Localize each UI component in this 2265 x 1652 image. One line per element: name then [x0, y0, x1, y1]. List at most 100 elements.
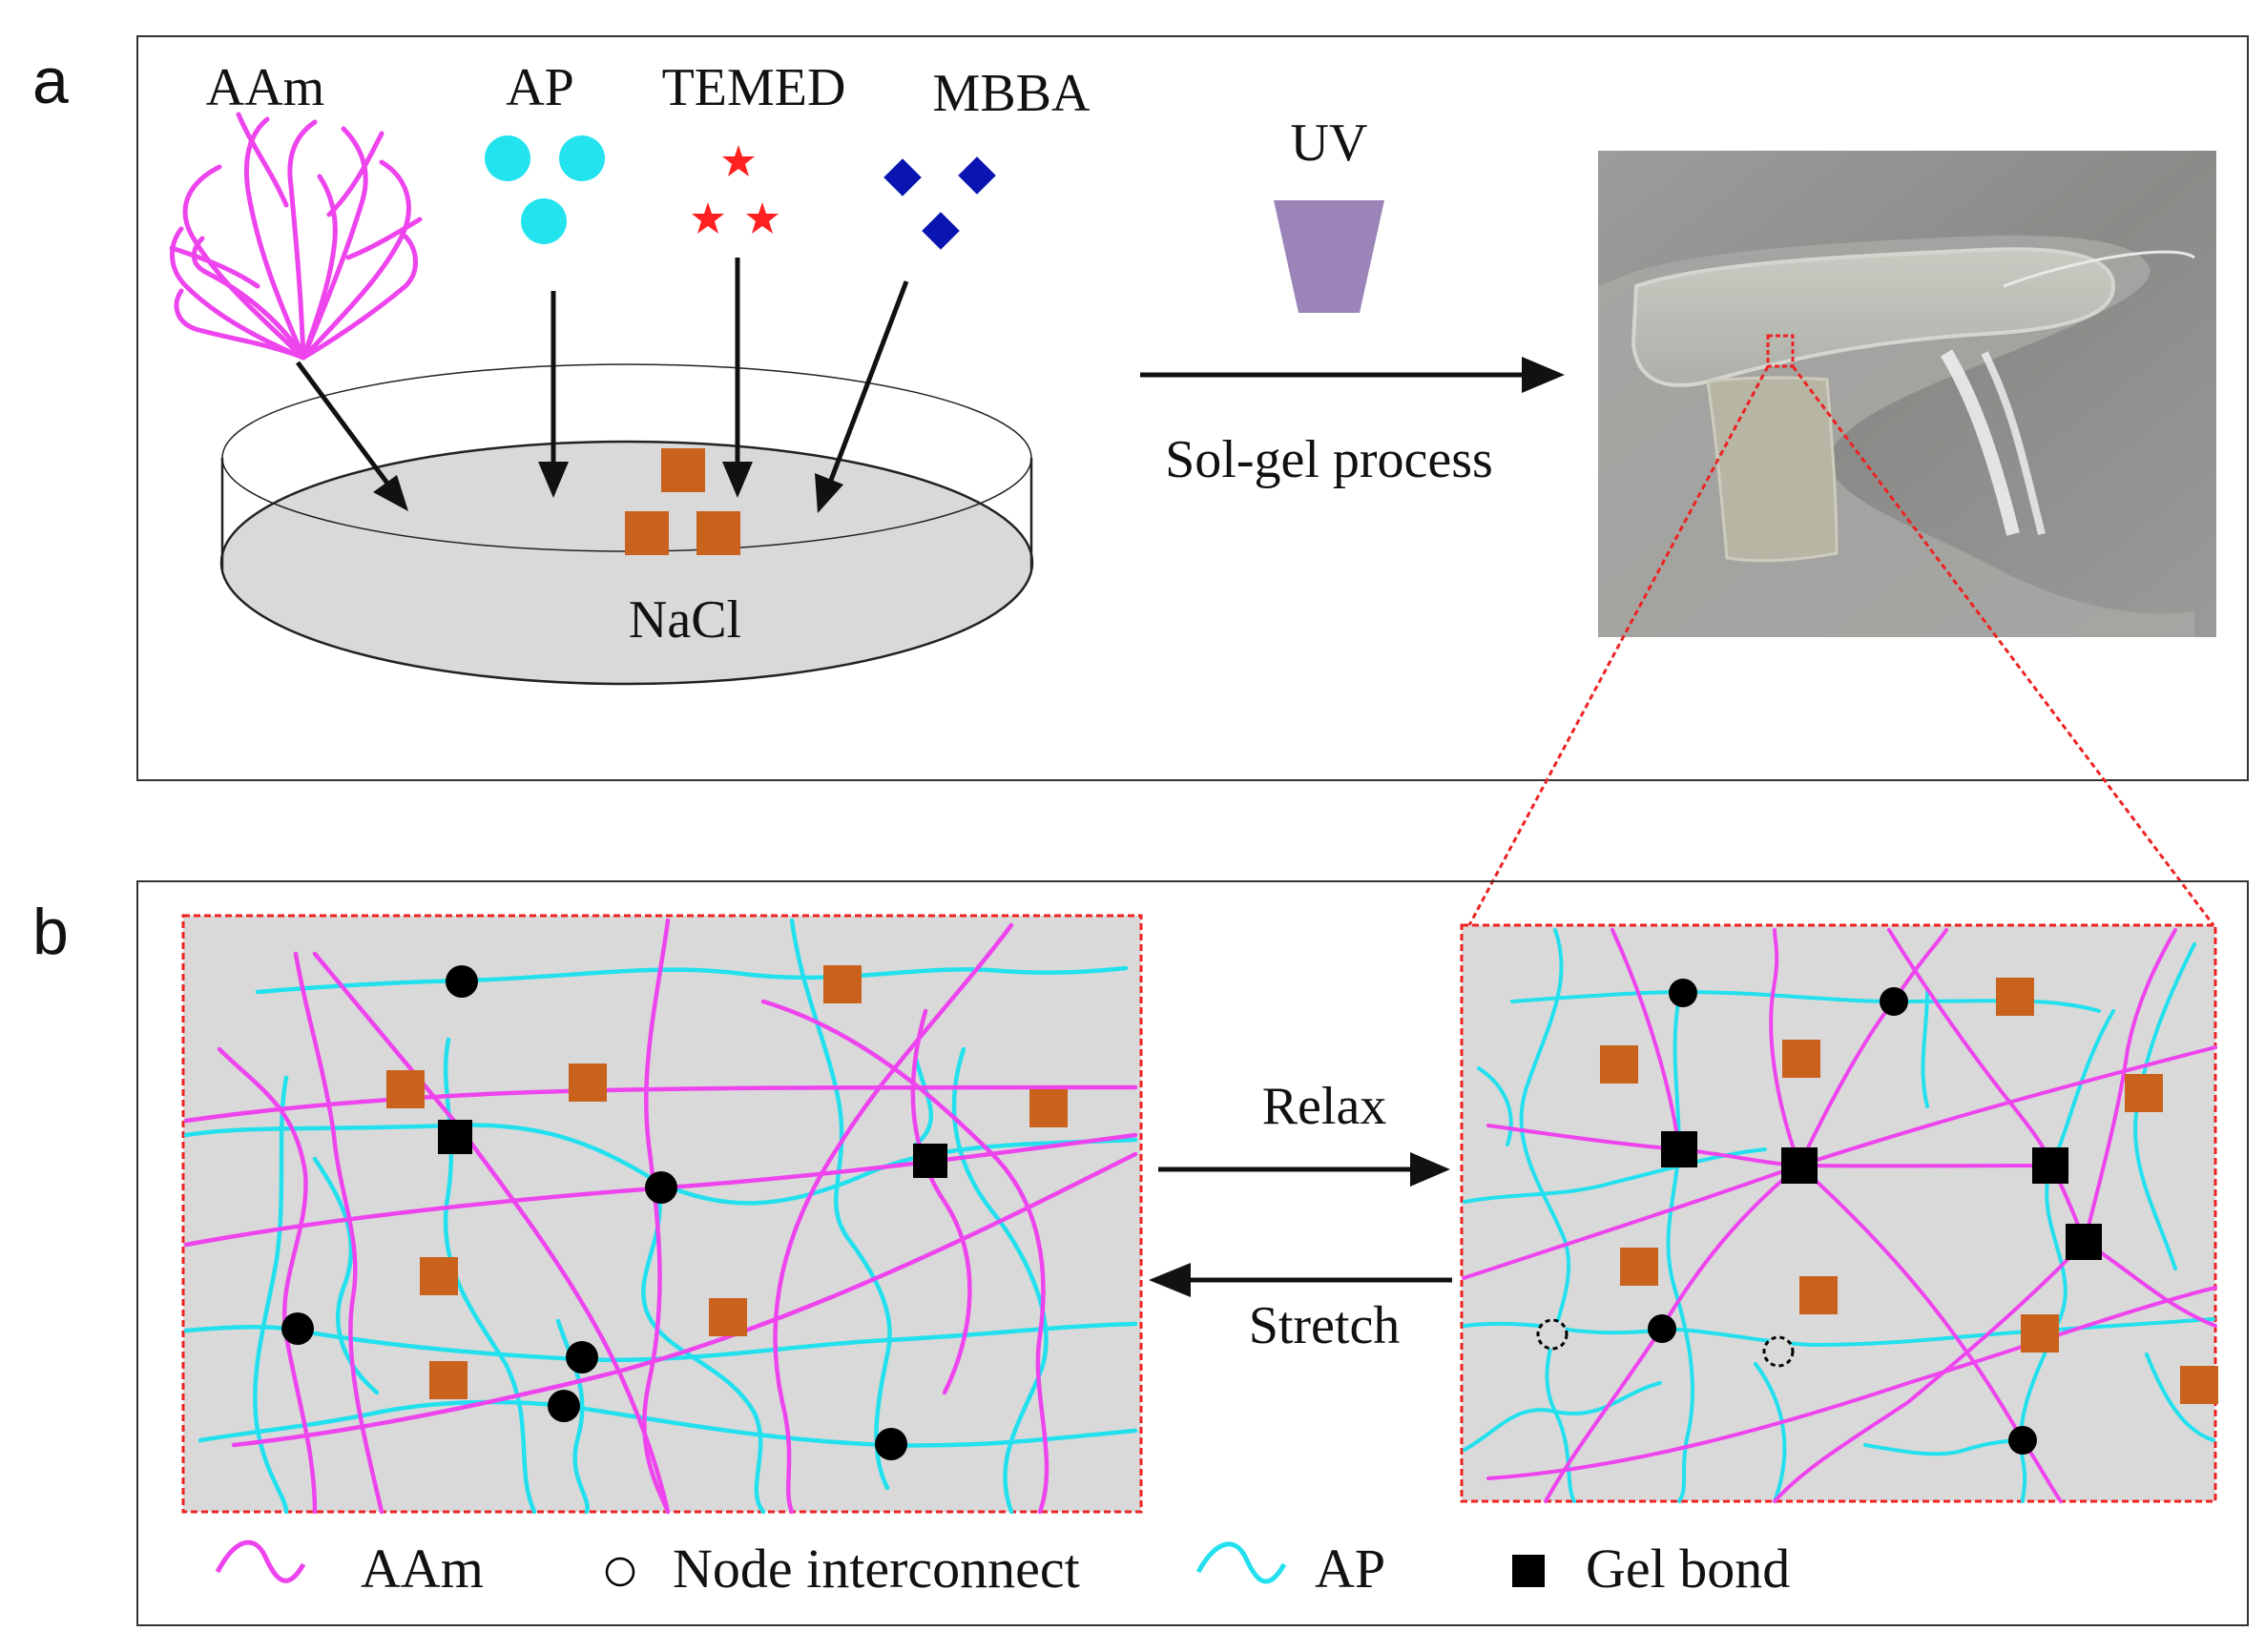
- nacl-crystal: [625, 511, 669, 555]
- node: [645, 1171, 677, 1204]
- aam-chain: [312, 951, 671, 1515]
- film-edge: [2003, 250, 2195, 288]
- arrow-ap-head: [538, 462, 569, 498]
- legend-aam-label: AAm: [361, 1538, 484, 1600]
- stretch-arrow-head: [1149, 1263, 1191, 1297]
- nacl-crystal: [1996, 978, 2034, 1016]
- arrow-aam-head: [373, 475, 408, 511]
- ap-chain: [1463, 1381, 1662, 1452]
- node: [875, 1428, 907, 1460]
- nacl-crystal: [569, 1063, 607, 1102]
- legend-gel-bond-label: Gel bond: [1586, 1538, 1790, 1600]
- aam-chain: [1773, 1240, 2087, 1503]
- nacl-crystal: [1782, 1040, 1820, 1078]
- ap-particles: [485, 135, 605, 244]
- node: [281, 1312, 314, 1345]
- dish-base: [219, 440, 1034, 686]
- panel-b-letter: b: [32, 896, 69, 968]
- legend-aam-swatch: [215, 1539, 306, 1583]
- node-interconnect-broken: [1536, 1318, 1569, 1351]
- ap-chain: [255, 965, 1129, 995]
- ap-chain: [2019, 1009, 2115, 1503]
- node: [1880, 987, 1908, 1016]
- aam-chain: [1677, 1147, 2053, 1168]
- temed-stars: [692, 145, 779, 234]
- node: [566, 1341, 598, 1373]
- ap-chain: [197, 1399, 1138, 1448]
- node: [548, 1390, 580, 1422]
- nacl-crystal: [696, 511, 740, 555]
- nacl-crystal: [386, 1070, 425, 1108]
- temed-star: [692, 202, 724, 234]
- ap-chain: [1477, 1066, 1513, 1146]
- uv-label: UV: [1291, 114, 1368, 173]
- mbba-diamond: [922, 212, 960, 250]
- reagent-label-mbba: MBBA: [933, 64, 1091, 123]
- ap-particle: [521, 198, 567, 244]
- hydrogel-photo: [1598, 151, 2216, 638]
- arrow-temed-head: [722, 462, 753, 498]
- nacl-crystal: [2125, 1074, 2163, 1112]
- node-interconnect-broken: [1762, 1335, 1795, 1368]
- ap-particle: [559, 135, 605, 181]
- legend-ap-swatch: [1195, 1541, 1287, 1584]
- legend: AAm Node interconnect AP Gel bond: [215, 1538, 1790, 1600]
- aam-chain: [2083, 928, 2177, 1244]
- node: [446, 965, 478, 998]
- uv-lamp: [1274, 200, 1384, 313]
- aam-chain: [1797, 1164, 2063, 1503]
- relax-arrow-head: [1410, 1152, 1450, 1187]
- ap-chain: [253, 1075, 289, 1515]
- panel-a-letter: a: [32, 45, 69, 117]
- aam-chain: [1486, 1286, 2217, 1480]
- aam-chain: [231, 1151, 1138, 1448]
- aam-chain: [760, 999, 1049, 1515]
- ap-chain: [1921, 990, 1929, 1108]
- relax-label: Relax: [1262, 1077, 1387, 1136]
- nacl-crystals-dish: [625, 448, 740, 555]
- dish-label-nacl: NaCl: [629, 590, 741, 650]
- aam-chain: [1769, 928, 1801, 1167]
- zoom-line-left: [1467, 365, 1770, 926]
- arrow-aam: [295, 361, 394, 490]
- gel-bond: [2032, 1147, 2068, 1184]
- gel-bond: [1661, 1131, 1697, 1167]
- ap-chain: [951, 1046, 1049, 1515]
- mbba-diamond: [883, 158, 922, 196]
- aam-chain: [1486, 1124, 1681, 1151]
- nacl-crystal: [2021, 1314, 2059, 1353]
- nacl-crystal: [429, 1361, 468, 1399]
- reagent-label-aam: AAm: [206, 58, 324, 117]
- aam-chain: [1887, 928, 2053, 1167]
- network-stretched: [181, 914, 1143, 1515]
- ap-chain: [1754, 1362, 1787, 1503]
- node: [2008, 1426, 2037, 1455]
- process-label: Sol-gel process: [1165, 430, 1493, 489]
- nacl-crystal: [661, 448, 705, 492]
- legend-ap-label: AP: [1315, 1538, 1385, 1600]
- reagent-label-temed: TEMED: [662, 58, 846, 117]
- temed-star: [746, 202, 779, 234]
- zoom-region-marker: [1766, 334, 1795, 368]
- nacl-crystal: [823, 965, 862, 1003]
- film-highlight: [1981, 351, 2046, 535]
- aam-chain: [773, 922, 1014, 1515]
- gel-strip-vertical: [1706, 376, 1839, 563]
- node: [1648, 1314, 1676, 1343]
- reagent-label-ap: AP: [506, 58, 574, 117]
- nacl-crystal: [1620, 1248, 1658, 1286]
- ap-chain: [641, 1185, 766, 1515]
- nacl-crystal: [709, 1298, 747, 1336]
- zoom-line-right: [1791, 365, 2215, 926]
- film-highlight: [1940, 349, 2020, 536]
- gel-bond: [913, 1144, 947, 1178]
- aam-chain: [1610, 928, 1681, 1151]
- nacl-crystal: [2180, 1366, 2218, 1404]
- legend-gel-bond-swatch: [1512, 1555, 1545, 1587]
- ap-chain: [1666, 995, 1694, 1503]
- ap-chain: [1519, 928, 1576, 1503]
- panel-a: a: [32, 35, 2249, 926]
- arrow-mbba: [827, 280, 909, 484]
- temed-star: [722, 145, 755, 176]
